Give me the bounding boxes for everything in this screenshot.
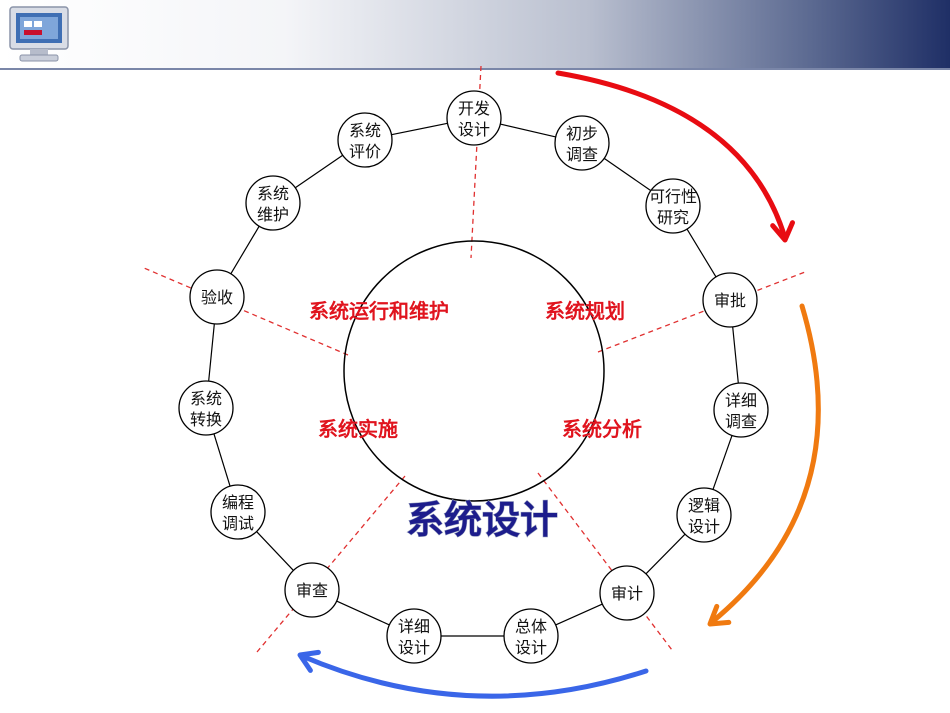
node-circle: [446, 90, 502, 146]
ring-segment: [294, 154, 344, 189]
node-label: 初步: [566, 124, 598, 143]
flow-arrow-right-head: [707, 603, 732, 627]
node-label: 审批: [714, 291, 746, 310]
node-label: 系统: [190, 389, 222, 408]
ring-segment: [213, 433, 231, 487]
node-label: 转换: [190, 410, 222, 429]
phase-label-analysis: 系统分析: [562, 417, 642, 441]
ring-segment: [336, 600, 390, 626]
node-acceptance: 验收: [189, 269, 245, 325]
center-circle: [343, 240, 605, 502]
node-label: 可行性: [649, 187, 697, 206]
phase-label-implementation: 系统实施: [318, 417, 398, 441]
node-review: 审查: [284, 562, 340, 618]
phase-dividers: [143, 65, 806, 653]
node-circle: [337, 112, 393, 168]
node-circle: [702, 272, 758, 328]
phase-label-planning: 系统规划: [545, 299, 625, 323]
slide-header-bar: [0, 0, 950, 68]
node-label: 系统: [349, 121, 381, 140]
node-circle: [386, 608, 442, 664]
node-circle: [245, 175, 301, 231]
ring-segment: [230, 225, 260, 275]
node-label: 维护: [257, 205, 289, 224]
node-approval-1: 审批: [702, 272, 758, 328]
phase-label-operation: 系统运行和维护: [309, 299, 449, 323]
node-label: 调查: [725, 412, 757, 431]
node-label: 设计: [458, 120, 490, 139]
node-label: 开发: [458, 99, 490, 118]
node-label: 设计: [515, 638, 547, 657]
node-label: 设计: [688, 517, 720, 536]
node-circle: [676, 487, 732, 543]
flow-arrow-top: [555, 70, 788, 241]
node-label: 评价: [349, 142, 381, 161]
node-label: 审计: [611, 584, 643, 603]
node-label: 详细: [398, 617, 430, 636]
ring-segment: [732, 326, 739, 384]
flow-arrow-right: [709, 303, 821, 625]
node-circle: [503, 608, 559, 664]
node-circle: [178, 380, 234, 436]
diagram-title: 系统设计: [406, 498, 558, 542]
ring-segment: [208, 323, 215, 382]
node-label: 研究: [657, 208, 689, 227]
node-circle: [210, 484, 266, 540]
phase-divider-line: [256, 475, 406, 653]
flow-arrow-bottom-head: [297, 649, 321, 673]
ring-segment: [555, 603, 603, 626]
ring-segment: [686, 228, 717, 278]
phase-divider-line: [143, 267, 349, 356]
node-label: 总体: [515, 617, 547, 636]
node-label: 调查: [566, 145, 598, 164]
flow-arrow-top-head: [770, 220, 795, 243]
ring-segment: [256, 531, 294, 571]
phase-divider-line: [597, 271, 806, 353]
node-label: 详细: [725, 391, 757, 410]
node-circle: [189, 269, 245, 325]
ring-segment: [603, 157, 652, 192]
node-label: 编程: [222, 493, 254, 512]
flow-arrow-bottom: [299, 653, 649, 699]
node-circle: [713, 382, 769, 438]
process-nodes: 开发设计初步调查可行性研究审批详细调查逻辑设计审计总体设计详细设计审查编程调试系…: [178, 90, 769, 664]
node-label: 验收: [201, 288, 233, 307]
node-circle: [554, 115, 610, 171]
node-circle: [599, 565, 655, 621]
phase-divider-line: [537, 472, 673, 651]
ring-segment: [391, 122, 448, 136]
node-label: 审查: [296, 581, 328, 600]
ring-segment: [712, 435, 733, 490]
cycle-ring: [208, 122, 739, 637]
node-label: 系统: [257, 184, 289, 203]
node-audit: 审计: [599, 565, 655, 621]
node-circle: [284, 562, 340, 618]
computer-monitor-icon: [6, 5, 72, 65]
node-circle: [645, 178, 701, 234]
header-divider: [0, 68, 950, 70]
flow-arrows: [297, 70, 821, 699]
node-label: 逻辑: [688, 496, 720, 515]
ring-segment: [645, 533, 686, 575]
node-label: 调试: [222, 514, 254, 533]
ring-segment: [500, 123, 556, 138]
node-label: 设计: [398, 638, 430, 657]
